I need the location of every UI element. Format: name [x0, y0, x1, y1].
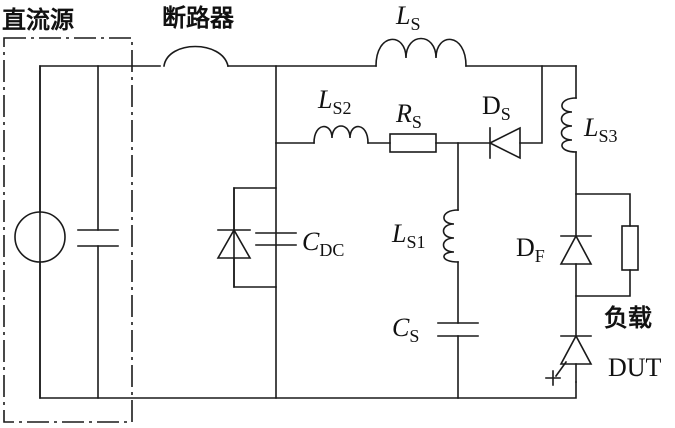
- cs-capacitor-plates: [437, 322, 479, 337]
- inductor-ls2: [313, 125, 369, 144]
- dc-source-internal: [14, 65, 577, 399]
- voltage-source-symbol: [14, 211, 66, 263]
- cs-label: CS: [392, 313, 419, 346]
- diode-df-label: DF: [516, 233, 545, 266]
- inductor-ls1-label: LS1: [391, 219, 425, 252]
- dc-source-label: 直流源: [2, 6, 74, 34]
- inductor-ls2-label: LS2: [317, 85, 351, 118]
- dc-source-box: [3, 37, 133, 423]
- cdc-label: CDC: [302, 227, 344, 260]
- cdc-capacitor-plates: [255, 232, 297, 246]
- load-label: 负载: [604, 304, 652, 332]
- diode-ds: [488, 65, 543, 160]
- inductor-ls3-label: LS3: [583, 113, 617, 146]
- inductor-ls3: [560, 97, 577, 153]
- cdc-block: [216, 187, 297, 288]
- diode-ds-label: DS: [482, 91, 511, 124]
- diode-df: [559, 234, 593, 265]
- inductor-ls1: [442, 209, 459, 263]
- load-resistor: [621, 225, 639, 271]
- source-capacitor-plates: [77, 229, 119, 247]
- dut-label: DUT: [608, 353, 662, 382]
- dut-thyristor: [545, 334, 593, 386]
- resistor-rs-label: RS: [395, 99, 422, 132]
- breaker-label: 断路器: [162, 4, 235, 32]
- resistor-rs: [389, 133, 437, 153]
- breaker-symbol: [163, 45, 377, 67]
- inductor-ls: [375, 37, 577, 67]
- inductor-ls-label: LS: [395, 1, 420, 34]
